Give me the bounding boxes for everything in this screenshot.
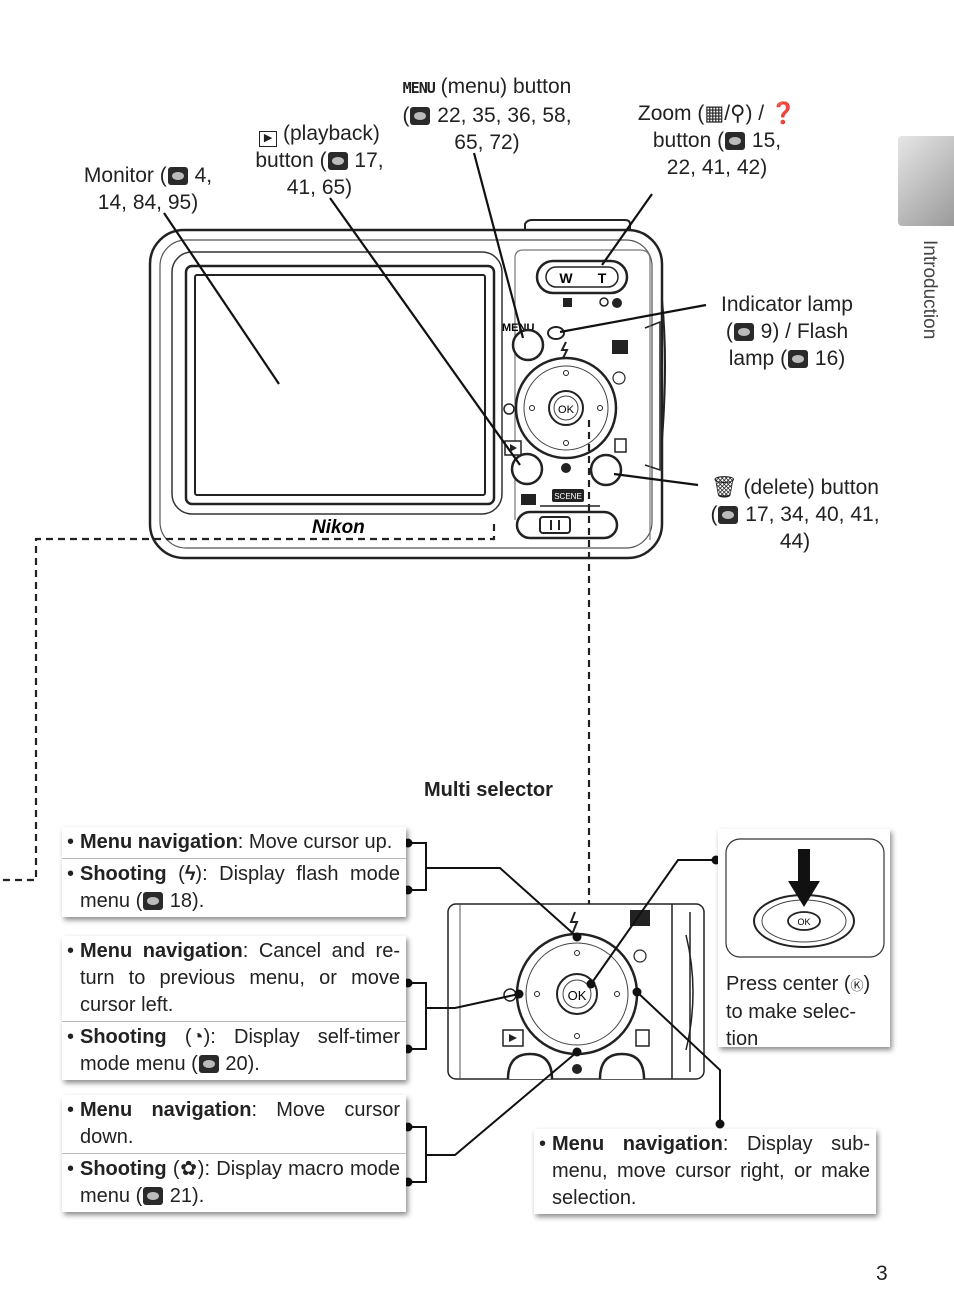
page-ref-icon bbox=[143, 1187, 164, 1205]
section-tab bbox=[898, 136, 954, 226]
dashed-connectors bbox=[0, 420, 591, 905]
camera-back: W T MENU OK SCENE bbox=[148, 219, 666, 560]
ok-icon: Ⓚ bbox=[850, 978, 864, 993]
box-up-direction: •Menu navigation: Move cursor up. •Shoot… bbox=[62, 827, 406, 917]
box-connectors bbox=[408, 842, 721, 1183]
svg-text:OK: OK bbox=[558, 404, 575, 416]
section-label: Introduction bbox=[919, 240, 940, 340]
multi-selector-title: Multi selector bbox=[424, 779, 553, 801]
monitor-callout: Monitor ( 4, 14, 84, 95) bbox=[83, 164, 213, 214]
page-ref-icon bbox=[167, 167, 188, 185]
menu-navigation-row: •Menu navigation: Cancel and re-turn to … bbox=[67, 940, 400, 1016]
help-icon: ❓ bbox=[769, 102, 797, 125]
self-timer-icon: ◔ bbox=[191, 1026, 204, 1048]
menu-navigation-row: •Menu navigation: Display sub-menu, move… bbox=[539, 1133, 870, 1209]
box-down-direction: •Menu navigation: Move cursor down. •Sho… bbox=[62, 1095, 406, 1212]
page-ref-icon bbox=[725, 132, 746, 150]
menu-navigation-row: •Menu navigation: Move cursor down. bbox=[67, 1099, 400, 1148]
magnify-icon: ⚲ bbox=[730, 102, 746, 125]
svg-text:OK: OK bbox=[797, 917, 810, 927]
playback-icon: ▶ bbox=[259, 131, 278, 147]
page-ref-icon bbox=[410, 107, 431, 125]
press-center-illustration: OK bbox=[725, 838, 885, 958]
trash-icon: 🗑 bbox=[711, 476, 738, 499]
svg-text:OK: OK bbox=[568, 988, 587, 1003]
press-center-box: OK Press center (Ⓚ) to make selec-tion bbox=[718, 829, 890, 1050]
menu-word: MENU bbox=[402, 79, 436, 97]
page-number: 3 bbox=[876, 1262, 888, 1285]
page-ref-icon bbox=[788, 350, 809, 368]
connector-dots bbox=[403, 838, 725, 1187]
page-ref-icon bbox=[733, 323, 754, 341]
shooting-row: •Shooting (ϟ): Display flash mode menu (… bbox=[62, 858, 406, 917]
svg-text:SCENE: SCENE bbox=[554, 492, 582, 501]
shooting-row: •Shooting (✿): Display macro mode menu (… bbox=[62, 1153, 406, 1212]
menu-navigation-row: •Menu navigation: Move cursor up. bbox=[67, 831, 393, 853]
flash-icon: ϟ bbox=[184, 863, 196, 885]
macro-icon: ✿ bbox=[179, 1158, 198, 1180]
menu-button-callout: MENU (menu) button ( 22, 35, 36, 58, 65,… bbox=[402, 75, 572, 154]
box-left-direction: •Menu navigation: Cancel and re-turn to … bbox=[62, 936, 406, 1080]
shooting-row: •Shooting (◔): Display self-timer mode m… bbox=[62, 1021, 406, 1080]
indicator-lamp-callout: Indicator lamp ( 9) / Flash lamp ( 16) bbox=[721, 293, 853, 370]
svg-text:T: T bbox=[598, 270, 607, 286]
page-ref-icon bbox=[143, 892, 164, 910]
press-center-text: Press center (Ⓚ) to make selec-tion bbox=[726, 973, 871, 1050]
box-right-direction: •Menu navigation: Display sub-menu, move… bbox=[534, 1129, 876, 1214]
playback-button-callout: ▶ (playback) button ( 17, 41, 65) bbox=[255, 122, 384, 199]
page-ref-icon bbox=[327, 152, 348, 170]
leader-lines bbox=[163, 152, 707, 487]
zoom-button-callout: Zoom (▦/⚲) / ❓ button ( 15, 22, 41, 42) bbox=[637, 102, 797, 179]
delete-button-callout: 🗑 (delete) button ( 17, 34, 40, 41, 44) bbox=[710, 476, 880, 553]
multi-selector-closeup: OK bbox=[447, 903, 705, 1080]
thumbnail-icon: ▦ bbox=[704, 102, 725, 125]
svg-text:Nikon: Nikon bbox=[312, 517, 365, 538]
page-ref-icon bbox=[198, 1055, 219, 1073]
svg-text:W: W bbox=[559, 270, 573, 286]
page-ref-icon bbox=[718, 506, 739, 524]
